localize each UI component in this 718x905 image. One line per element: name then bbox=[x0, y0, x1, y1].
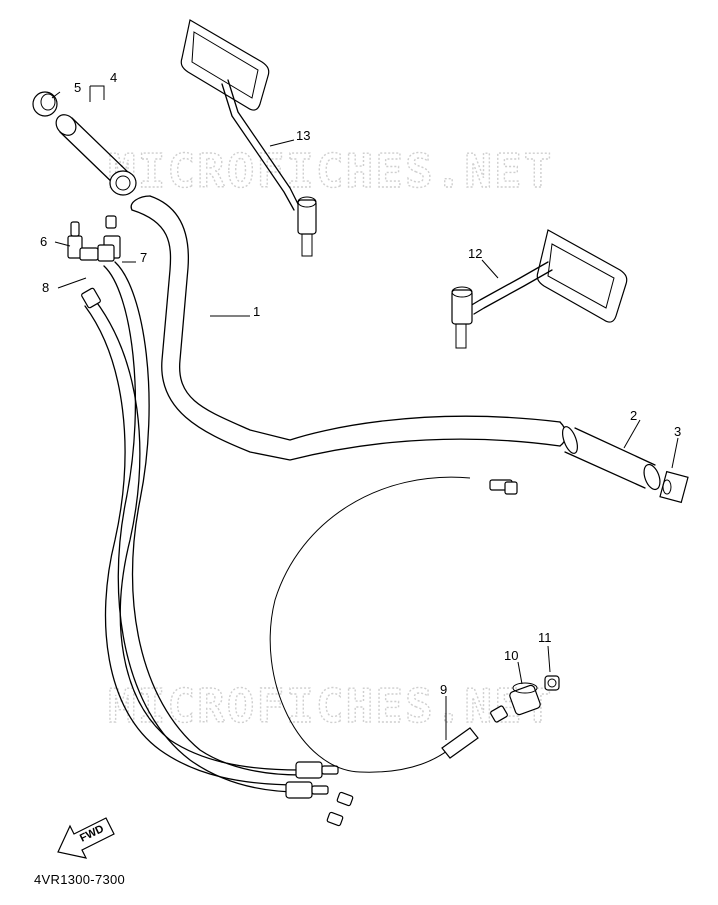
callout-6: 6 bbox=[40, 234, 47, 249]
callout-2: 2 bbox=[630, 408, 637, 423]
meter-cable bbox=[269, 476, 518, 773]
callout-13: 13 bbox=[296, 128, 310, 143]
watermark-top: MICROFICHES.NET bbox=[108, 144, 553, 198]
drawing-code: 4VR1300-7300 bbox=[34, 872, 126, 887]
handlebar bbox=[130, 195, 567, 461]
callout-9: 9 bbox=[440, 682, 447, 697]
cable-lower-adjusters bbox=[285, 761, 354, 827]
callout-10: 10 bbox=[504, 648, 518, 663]
callout-12: 12 bbox=[468, 246, 482, 261]
watermark-bottom: MICROFICHES.NET bbox=[108, 679, 553, 733]
meter-gear-unit bbox=[509, 682, 541, 716]
throttle-cables bbox=[84, 261, 301, 793]
cable-end-fittings bbox=[67, 215, 121, 309]
left-mirror bbox=[180, 19, 317, 257]
callout-1: 1 bbox=[253, 304, 260, 319]
nut bbox=[544, 675, 560, 691]
grip-end-cap bbox=[32, 91, 58, 117]
callout-8: 8 bbox=[42, 280, 49, 295]
leader-lines bbox=[51, 85, 679, 740]
fwd-arrow-icon: FWD bbox=[57, 817, 115, 859]
callout-3: 3 bbox=[674, 424, 681, 439]
bar-end-weight bbox=[659, 470, 689, 504]
right-grip bbox=[562, 426, 661, 491]
callout-5: 5 bbox=[74, 80, 81, 95]
callout-labels: 1 2 3 4 5 6 7 8 9 10 11 12 13 bbox=[40, 70, 681, 697]
callout-11: 11 bbox=[538, 630, 552, 645]
callout-7: 7 bbox=[140, 250, 147, 265]
right-mirror bbox=[451, 229, 628, 349]
left-grip bbox=[55, 114, 137, 196]
callout-4: 4 bbox=[110, 70, 117, 85]
